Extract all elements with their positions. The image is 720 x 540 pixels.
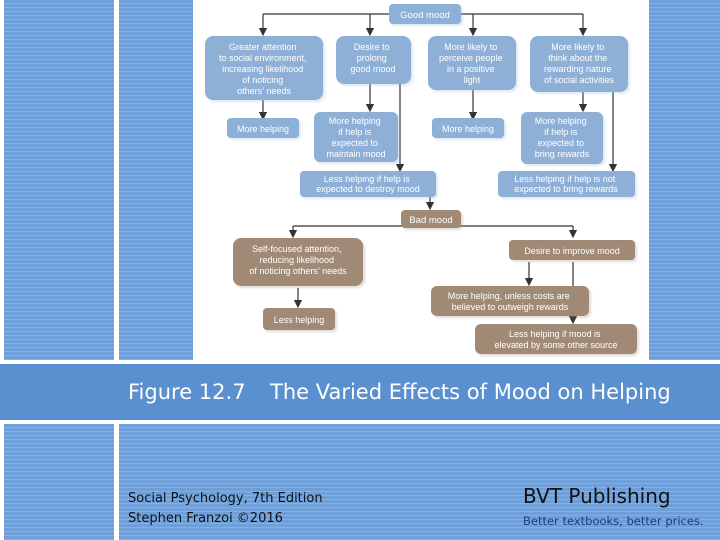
book-credit: Social Psychology, 7th Edition Stephen F… [128, 489, 323, 529]
svg-text:Self-focused attention,: Self-focused attention, reducing likelih… [249, 244, 347, 276]
caption-band [0, 364, 720, 420]
svg-text:More likely to think a: More likely to think about the rewarding… [544, 42, 615, 85]
svg-text:Bad mood: Bad mood [409, 215, 452, 226]
bad-mood-box: Bad mood [401, 210, 461, 228]
decor-stripe [118, 0, 119, 540]
self-focused-box: Self-focused attention, reducing likelih… [233, 238, 363, 286]
prolong-mood-box: Desire to prolong good mood [336, 36, 411, 84]
decor-stripe [0, 360, 720, 364]
figure-number: Figure 12.7 [128, 380, 246, 404]
more-helping-box-2: More helping [432, 118, 504, 138]
more-helping-costs-box: More helping, unless costs are believed … [431, 286, 589, 316]
publisher-name: BVT Publishing [523, 484, 671, 508]
svg-text:More helping: More helping [442, 124, 494, 134]
svg-text:Less helping if mood is: Less helping if mood is elevated by some… [494, 329, 617, 350]
decor-stripe [0, 0, 4, 540]
less-helping-not-rewards-box: Less helping if help is not expected to … [498, 171, 635, 197]
book-author: Stephen Franzoi ©2016 [128, 511, 283, 526]
more-helping-rewards-box: More helping if help is expected to brin… [521, 112, 603, 164]
svg-text:Good mood: Good mood [400, 10, 450, 21]
figure-title: The Varied Effects of Mood on Helping [270, 380, 671, 404]
social-attention-box: Greater attention to social environment,… [205, 36, 323, 100]
less-helping-elevated-box: Less helping if mood is elevated by some… [475, 324, 637, 354]
book-title: Social Psychology, 7th Edition [128, 491, 323, 506]
decor-stripe [0, 420, 720, 424]
mood-helping-diagram: Good mood Greater attention to social en… [205, 4, 637, 354]
svg-text:More likely to perceiv: More likely to perceive people in a posi… [439, 42, 505, 85]
svg-text:Desire to prolong: Desire to prolong good mood [350, 42, 395, 74]
improve-mood-box: Desire to improve mood [509, 240, 635, 260]
svg-text:Less helping if help is not: Less helping if help is not expected to … [514, 174, 618, 194]
perceive-positive-box: More likely to perceive people in a posi… [428, 36, 516, 90]
svg-text:Greater attention to s: Greater attention to social environment,… [219, 42, 309, 96]
more-helping-box-1: More helping [227, 118, 299, 138]
think-rewarding-box: More likely to think about the rewarding… [530, 36, 628, 92]
svg-text:More helping if help i: More helping if help is expected to brin… [535, 116, 590, 159]
decor-stripe [114, 0, 118, 540]
figure-panel: Good mood Greater attention to social en… [193, 0, 649, 360]
svg-text:More helping if help i: More helping if help is expected to main… [326, 116, 385, 159]
less-helping-destroy-box: Less helping if help is expected to dest… [300, 171, 436, 197]
svg-text:More helping: More helping [237, 124, 289, 134]
publisher-tagline: Better textbooks, better prices. [523, 514, 704, 528]
svg-text:Desire to improve mood: Desire to improve mood [524, 246, 620, 256]
more-helping-maintain-box: More helping if help is expected to main… [314, 112, 398, 162]
svg-text:More helping, unless costs are: More helping, unless costs are believed … [448, 291, 573, 312]
svg-text:Less helping if help is: Less helping if help is expected to dest… [316, 174, 420, 194]
good-mood-box: Good mood [389, 4, 461, 24]
svg-text:Less helping: Less helping [274, 315, 325, 325]
less-helping-box: Less helping [263, 308, 335, 330]
